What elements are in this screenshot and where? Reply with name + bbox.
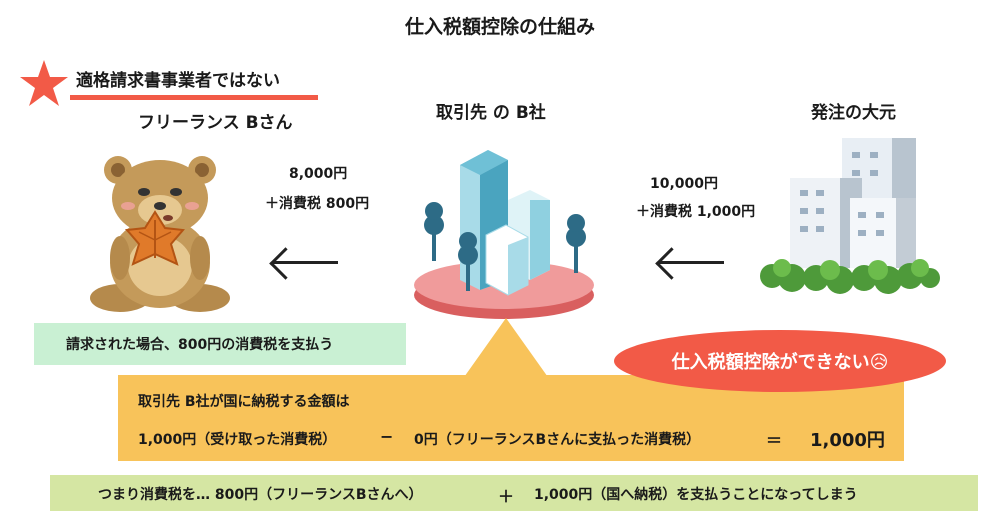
calc-received: 1,000円（受け取った消費税）: [138, 432, 337, 448]
calc-heading: 取引先 B社が国に納税する金額は: [138, 394, 350, 410]
payment-left-amount: 8,000円: [289, 166, 348, 182]
calc-minus: −: [380, 427, 394, 446]
no-deduction-badge: 仕入税額控除ができない😥: [614, 330, 946, 392]
city-buildings-icon: [760, 138, 940, 294]
office-buildings-icon: [414, 150, 594, 319]
summary-box: つまり消費税を… 800円（フリーランスBさんへ） ＋ 1,000円（国へ納税）…: [50, 475, 978, 511]
callout-pointer: [462, 318, 550, 380]
diagram-title: 仕入税額控除の仕組み: [404, 16, 595, 38]
payment-right-amount: 10,000円: [650, 176, 719, 192]
freelancer-tag: 適格請求書事業者ではない: [76, 71, 280, 91]
summary-plus: ＋: [498, 487, 515, 506]
summary-tail: 1,000円（国へ納税）を支払うことになってしまう: [534, 487, 858, 503]
left-arrow-icon: [268, 247, 340, 280]
summary-lead: つまり消費税を… 800円（フリーランスBさんへ）: [98, 487, 423, 503]
client-name: 取引先 の B社: [436, 103, 546, 123]
left-arrow-icon: [654, 247, 726, 280]
invoice-note-box: 請求された場合、800円の消費税を支払う: [34, 323, 406, 365]
calc-result: 1,000円: [810, 430, 885, 451]
leaf-icon: [125, 210, 185, 266]
calc-equals: ＝: [766, 431, 783, 450]
payment-left-tax: ＋消費税 800円: [265, 196, 370, 212]
freelancer-tag-underline: [70, 95, 318, 100]
contractor-name: 発注の大元: [811, 103, 896, 123]
invoice-note-text: 請求された場合、800円の消費税を支払う: [66, 337, 334, 353]
payment-right-tax: ＋消費税 1,000円: [636, 204, 756, 220]
calc-paid: 0円（フリーランスBさんに支払った消費税）: [414, 432, 701, 448]
star-icon: [20, 60, 68, 106]
freelancer-name: フリーランス Bさん: [138, 113, 293, 133]
